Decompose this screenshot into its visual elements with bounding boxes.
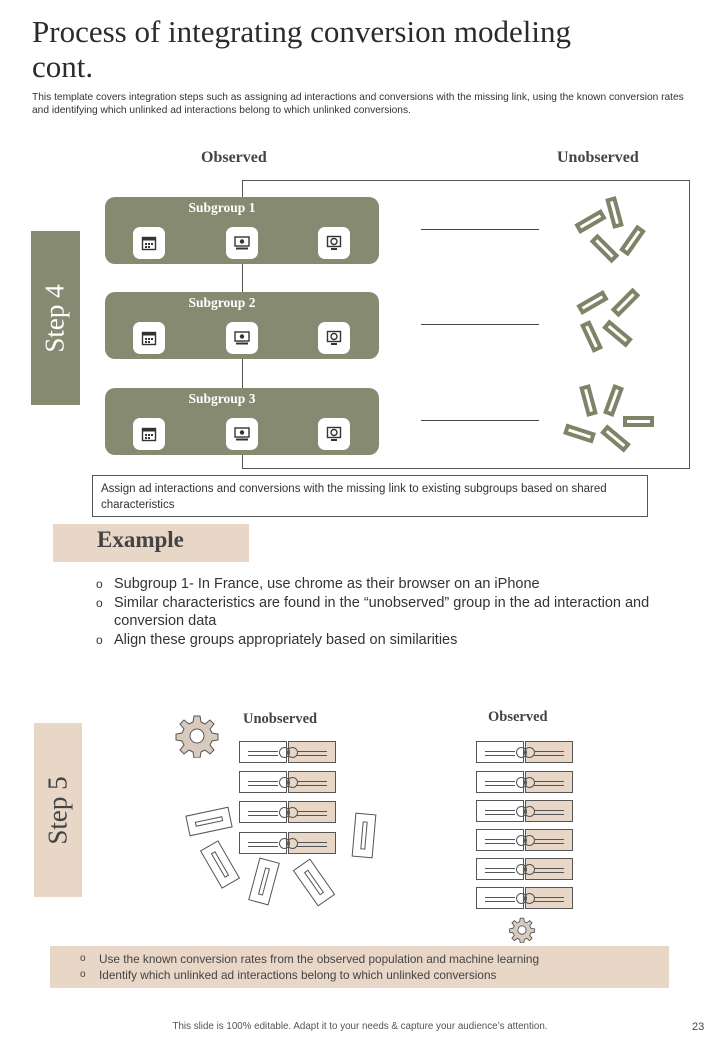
gear-icon: [509, 917, 535, 944]
link-line-3: [421, 420, 539, 421]
calendar-icon: [133, 418, 165, 450]
step5-bullets: Use the known conversion rates from the …: [80, 951, 539, 983]
step5-tab: Step 5: [34, 723, 82, 897]
page-number: 23: [692, 1021, 705, 1033]
step4-note: Assign ad interactions and conversions w…: [92, 475, 648, 517]
unlinked-card: [248, 857, 280, 906]
linked-pair: [476, 858, 573, 880]
footer-note: This slide is 100% editable. Adapt it to…: [172, 1021, 548, 1032]
subgroup-2: Subgroup 2: [105, 292, 379, 359]
step5-unobserved-header: Unobserved: [243, 711, 318, 727]
example-tab: Example: [53, 524, 249, 562]
calendar-icon: [133, 227, 165, 259]
step5-summary: Use the known conversion rates from the …: [50, 946, 669, 988]
example-heading: Example: [97, 527, 184, 552]
monitor-settings-icon: [226, 418, 258, 450]
step4-tab: Step 4: [31, 231, 80, 405]
calendar-icon: [133, 322, 165, 354]
step4-label: Step 4: [40, 283, 71, 353]
gear-icon: [175, 714, 219, 759]
subgroup-1-label: Subgroup 1: [188, 200, 256, 215]
example-bullet: Similar characteristics are found in the…: [96, 594, 656, 631]
step5-observed-header: Observed: [488, 709, 548, 725]
example-bullet: Subgroup 1- In France, use chrome as the…: [96, 575, 656, 594]
linked-pair: [476, 771, 573, 793]
monitor-display-icon: [318, 418, 350, 450]
step5-bullet: Use the known conversion rates from the …: [80, 951, 539, 967]
monitor-display-icon: [318, 322, 350, 354]
page-title: Process of integrating conversion modeli…: [32, 14, 571, 84]
linked-pair: [476, 829, 573, 851]
example-bullets: Subgroup 1- In France, use chrome as the…: [96, 575, 656, 649]
monitor-display-icon: [318, 227, 350, 259]
step5-label: Step 5: [42, 775, 73, 845]
linked-pair: [239, 741, 336, 763]
step4-unobserved-header: Unobserved: [557, 149, 639, 166]
subgroup-3: Subgroup 3: [105, 388, 379, 455]
linked-pair: [476, 800, 573, 822]
step5-bullet: Identify which unlinked ad interactions …: [80, 967, 539, 983]
subgroup-2-label: Subgroup 2: [188, 295, 256, 310]
example-bullet: Align these groups appropriately based o…: [96, 631, 656, 650]
page-subtitle: This template covers integration steps s…: [32, 92, 684, 116]
unlinked-card: [199, 840, 241, 889]
linked-pair: [239, 771, 336, 793]
unlinked-card: [185, 806, 233, 837]
unlinked-card: [292, 858, 336, 907]
monitor-settings-icon: [226, 227, 258, 259]
link-line-1: [421, 229, 539, 230]
linked-pair: [239, 801, 336, 823]
unlinked-card: [351, 812, 377, 859]
linked-pair: [476, 741, 573, 763]
unlinked-slip: [623, 416, 654, 427]
step4-observed-header: Observed: [201, 149, 267, 166]
subgroup-3-label: Subgroup 3: [188, 391, 256, 406]
subgroup-1: Subgroup 1: [105, 197, 379, 264]
monitor-settings-icon: [226, 322, 258, 354]
linked-pair: [239, 832, 336, 854]
linked-pair: [476, 887, 573, 909]
link-line-2: [421, 324, 539, 325]
